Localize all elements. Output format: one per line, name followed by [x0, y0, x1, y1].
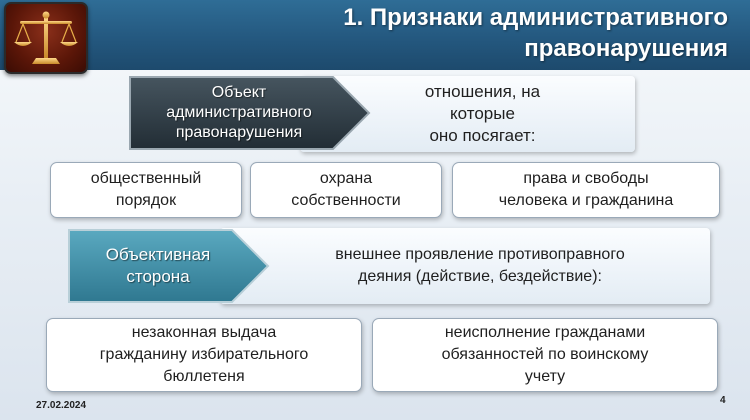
object-card-property: охрана собственности [250, 162, 442, 218]
object-card-line: общественный [90, 170, 202, 187]
example-card-line: гражданину избирательного [99, 346, 309, 363]
example-card-line: бюллетеня [163, 368, 245, 385]
scales-of-justice-icon [4, 2, 88, 74]
example-card-line: незаконная выдача [131, 324, 277, 341]
object-card-line: человека и гражданина [498, 192, 674, 209]
example-card-line: учету [524, 368, 566, 385]
object-label-arrow: Объект административного правонарушения [127, 74, 373, 152]
objective-description-line-2: деяния (действие, бездействие): [358, 268, 602, 285]
example-card-military: неисполнение гражданами обязанностей по … [372, 318, 718, 392]
slide-date: 27.02.2024 [36, 400, 87, 411]
object-description-line-1: отношения, на [424, 82, 541, 101]
object-description-line-3: оно посягает: [429, 126, 536, 145]
object-description-line-2: которые [450, 104, 515, 123]
object-label-line-2: административного [166, 104, 312, 121]
objective-description-line-1: внешнее проявление противоправного [335, 246, 625, 263]
object-card-line: права и свободы [523, 170, 649, 187]
object-card-line: собственности [291, 192, 401, 209]
example-card-line: обязанностей по воинскому [441, 346, 649, 363]
page-title: 1. Признаки административного правонаруш… [88, 2, 728, 64]
slide-number: 4 [720, 395, 726, 406]
title-line-2: правонарушения [524, 35, 728, 62]
object-card-line: порядок [115, 192, 177, 209]
object-card-line: охрана [319, 170, 373, 187]
example-card-line: неисполнение гражданами [444, 324, 646, 341]
title-line-1: 1. Признаки административного [343, 4, 728, 31]
objective-label-line-1: Объективная [105, 245, 211, 264]
title-bar: 1. Признаки административного правонаруш… [0, 0, 750, 74]
objective-description-box: внешнее проявление противоправного деяни… [220, 228, 710, 304]
object-label-line-1: Объект [211, 84, 267, 101]
object-card-rights: права и свободы человека и гражданина [452, 162, 720, 218]
objective-label-arrow: Объективная сторона [66, 227, 272, 305]
object-card-public-order: общественный порядок [50, 162, 242, 218]
object-label-line-3: правонарушения [175, 124, 303, 141]
objective-label-line-2: сторона [126, 267, 190, 286]
example-card-ballot: незаконная выдача гражданину избирательн… [46, 318, 362, 392]
